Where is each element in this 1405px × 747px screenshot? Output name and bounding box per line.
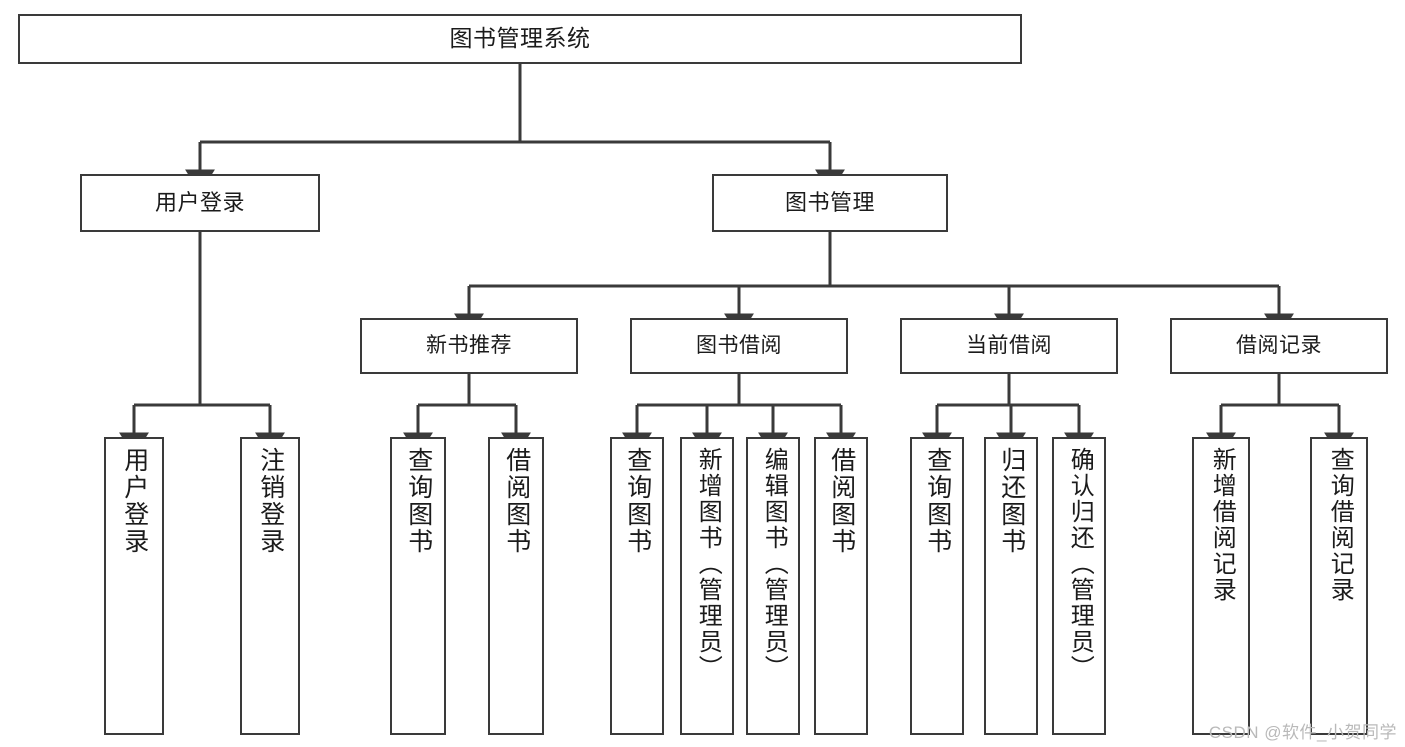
node-label: 确认归还（管理员） [1066, 447, 1094, 681]
node-label: 当前借阅 [966, 333, 1052, 357]
node-l12[interactable]: 新增借阅记录 [1192, 437, 1250, 735]
node-l2[interactable]: 注销登录 [240, 437, 300, 735]
node-label: 查询图书 [623, 447, 652, 555]
node-label: 用户登录 [120, 447, 149, 555]
node-label: 借阅记录 [1236, 333, 1322, 357]
edge-group [119, 64, 1354, 457]
node-label: 新增图书（管理员） [694, 447, 722, 681]
node-label: 借阅图书 [502, 447, 531, 555]
node-l3[interactable]: 查询图书 [390, 437, 446, 735]
node-label: 注销登录 [256, 447, 285, 555]
node-l5[interactable]: 查询图书 [610, 437, 664, 735]
node-l13[interactable]: 查询借阅记录 [1310, 437, 1368, 735]
node-label: 编辑图书（管理员） [760, 447, 788, 681]
node-label: 查询图书 [923, 447, 952, 555]
node-label: 图书管理 [784, 190, 875, 216]
node-newbook[interactable]: 新书推荐 [360, 318, 578, 374]
node-label: 图书管理系统 [449, 25, 591, 52]
node-label: 查询图书 [404, 447, 433, 555]
node-root[interactable]: 图书管理系统 [18, 14, 1022, 64]
node-l6[interactable]: 新增图书（管理员） [680, 437, 734, 735]
node-label: 图书借阅 [696, 333, 782, 357]
node-l9[interactable]: 查询图书 [910, 437, 964, 735]
node-label: 用户登录 [154, 190, 245, 216]
node-l4[interactable]: 借阅图书 [488, 437, 544, 735]
node-borrow[interactable]: 图书借阅 [630, 318, 848, 374]
node-l7[interactable]: 编辑图书（管理员） [746, 437, 800, 735]
node-l1[interactable]: 用户登录 [104, 437, 164, 735]
watermark-label: CSDN @软件_小贺同学 [1208, 723, 1397, 742]
node-records[interactable]: 借阅记录 [1170, 318, 1388, 374]
node-current[interactable]: 当前借阅 [900, 318, 1118, 374]
node-label: 查询借阅记录 [1326, 447, 1354, 603]
node-label: 借阅图书 [827, 447, 856, 555]
node-login[interactable]: 用户登录 [80, 174, 320, 232]
node-bookmgmt[interactable]: 图书管理 [712, 174, 948, 232]
node-label: 新书推荐 [426, 333, 512, 357]
node-l8[interactable]: 借阅图书 [814, 437, 868, 735]
node-label: 新增借阅记录 [1208, 447, 1236, 603]
node-label: 归还图书 [997, 447, 1026, 555]
node-l10[interactable]: 归还图书 [984, 437, 1038, 735]
node-l11[interactable]: 确认归还（管理员） [1052, 437, 1106, 735]
